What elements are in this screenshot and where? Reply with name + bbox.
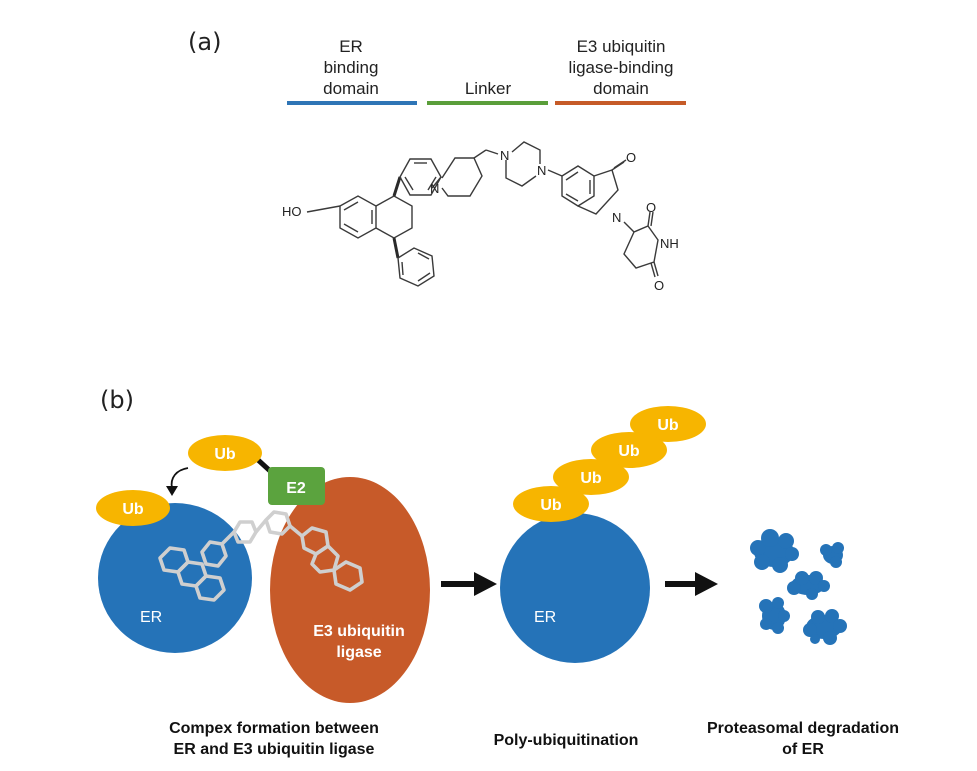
chemical-structure: HO N N N O N O NH xyxy=(282,141,679,293)
atom-n4: N xyxy=(612,210,621,225)
er-label-ubiquitinated: ER xyxy=(534,609,556,626)
er-domain-label-line1: ER xyxy=(339,37,363,56)
e2-label: E2 xyxy=(286,480,306,497)
atom-n1: N xyxy=(430,181,439,196)
panel-b-label: (b) xyxy=(100,386,134,414)
ub-chain-3 xyxy=(591,432,667,468)
ub-chain-4-label: Ub xyxy=(657,417,679,434)
ub-chain-4 xyxy=(630,406,706,442)
er-protein-complex xyxy=(98,503,252,653)
caption-step1-line2: ER and E3 ubiquitin ligase xyxy=(174,741,375,758)
caption-step2: Poly-ubiquitination xyxy=(494,732,639,749)
piperazine-top xyxy=(511,141,541,164)
e2-enzyme xyxy=(268,467,325,505)
er-label-complex: ER xyxy=(140,609,162,626)
isoindolinone-benzene xyxy=(561,165,595,207)
degrader-molecule-icon xyxy=(158,510,364,602)
caption-step1-line1: Compex formation between xyxy=(169,720,379,737)
atom-o2: O xyxy=(646,200,656,215)
fragment-4 xyxy=(759,597,790,634)
ub-chain-2-label: Ub xyxy=(580,470,602,487)
er-domain-label-line2: binding xyxy=(324,58,379,77)
fragment-3 xyxy=(787,571,830,600)
atom-ho: HO xyxy=(282,204,302,219)
domain-header-linker: Linker xyxy=(427,79,548,105)
caption-step3-line2: of ER xyxy=(782,741,824,758)
phenyl-ring xyxy=(397,247,435,287)
e3-ligase-label-line1: E3 ubiquitin xyxy=(313,623,405,640)
atom-n3: N xyxy=(537,163,546,178)
domain-header-e3: E3 ubiquitin ligase-binding domain xyxy=(555,37,686,105)
er-protein-ubiquitinated xyxy=(500,513,650,663)
glutarimide-ring xyxy=(623,225,659,269)
ub-chain-1 xyxy=(513,486,589,522)
ub-chain-2 xyxy=(553,459,629,495)
lactam-ring xyxy=(577,169,619,215)
piperazine-bottom xyxy=(505,160,537,187)
tetrahydro-ring xyxy=(375,195,413,239)
atom-n2: N xyxy=(500,148,509,163)
e3-domain-label-line2: ligase-binding xyxy=(569,58,674,77)
atom-o1: O xyxy=(626,150,636,165)
step-arrow-2 xyxy=(665,572,718,596)
ub-label-er: Ub xyxy=(122,501,144,518)
linker-label: Linker xyxy=(465,79,512,98)
step-arrow-1 xyxy=(441,572,497,596)
transfer-arrow xyxy=(170,467,189,489)
fragment-2 xyxy=(820,542,844,568)
e3-domain-label-line1: E3 ubiquitin xyxy=(577,37,666,56)
ub-on-e2 xyxy=(188,435,262,471)
e3-ligase-label-line2: ligase xyxy=(336,644,381,661)
piperidine-ring xyxy=(441,157,483,197)
degraded-er-fragments xyxy=(750,529,847,645)
fragment-5 xyxy=(803,609,847,645)
ub-chain-1-label: Ub xyxy=(540,497,562,514)
er-domain-label-line3: domain xyxy=(323,79,379,98)
atom-o3: O xyxy=(654,278,664,293)
caption-step3-line1: Proteasomal degradation xyxy=(707,720,899,737)
transfer-arrow-head xyxy=(166,486,178,496)
atom-nh: NH xyxy=(660,236,679,251)
fragment-1 xyxy=(750,529,799,573)
panel-a-label: (a) xyxy=(188,28,221,56)
domain-header-er: ER binding domain xyxy=(287,37,417,105)
e3-domain-label-line3: domain xyxy=(593,79,649,98)
ub-label-e2: Ub xyxy=(214,446,236,463)
ub-on-er xyxy=(96,490,170,526)
ub-chain-3-label: Ub xyxy=(618,443,640,460)
